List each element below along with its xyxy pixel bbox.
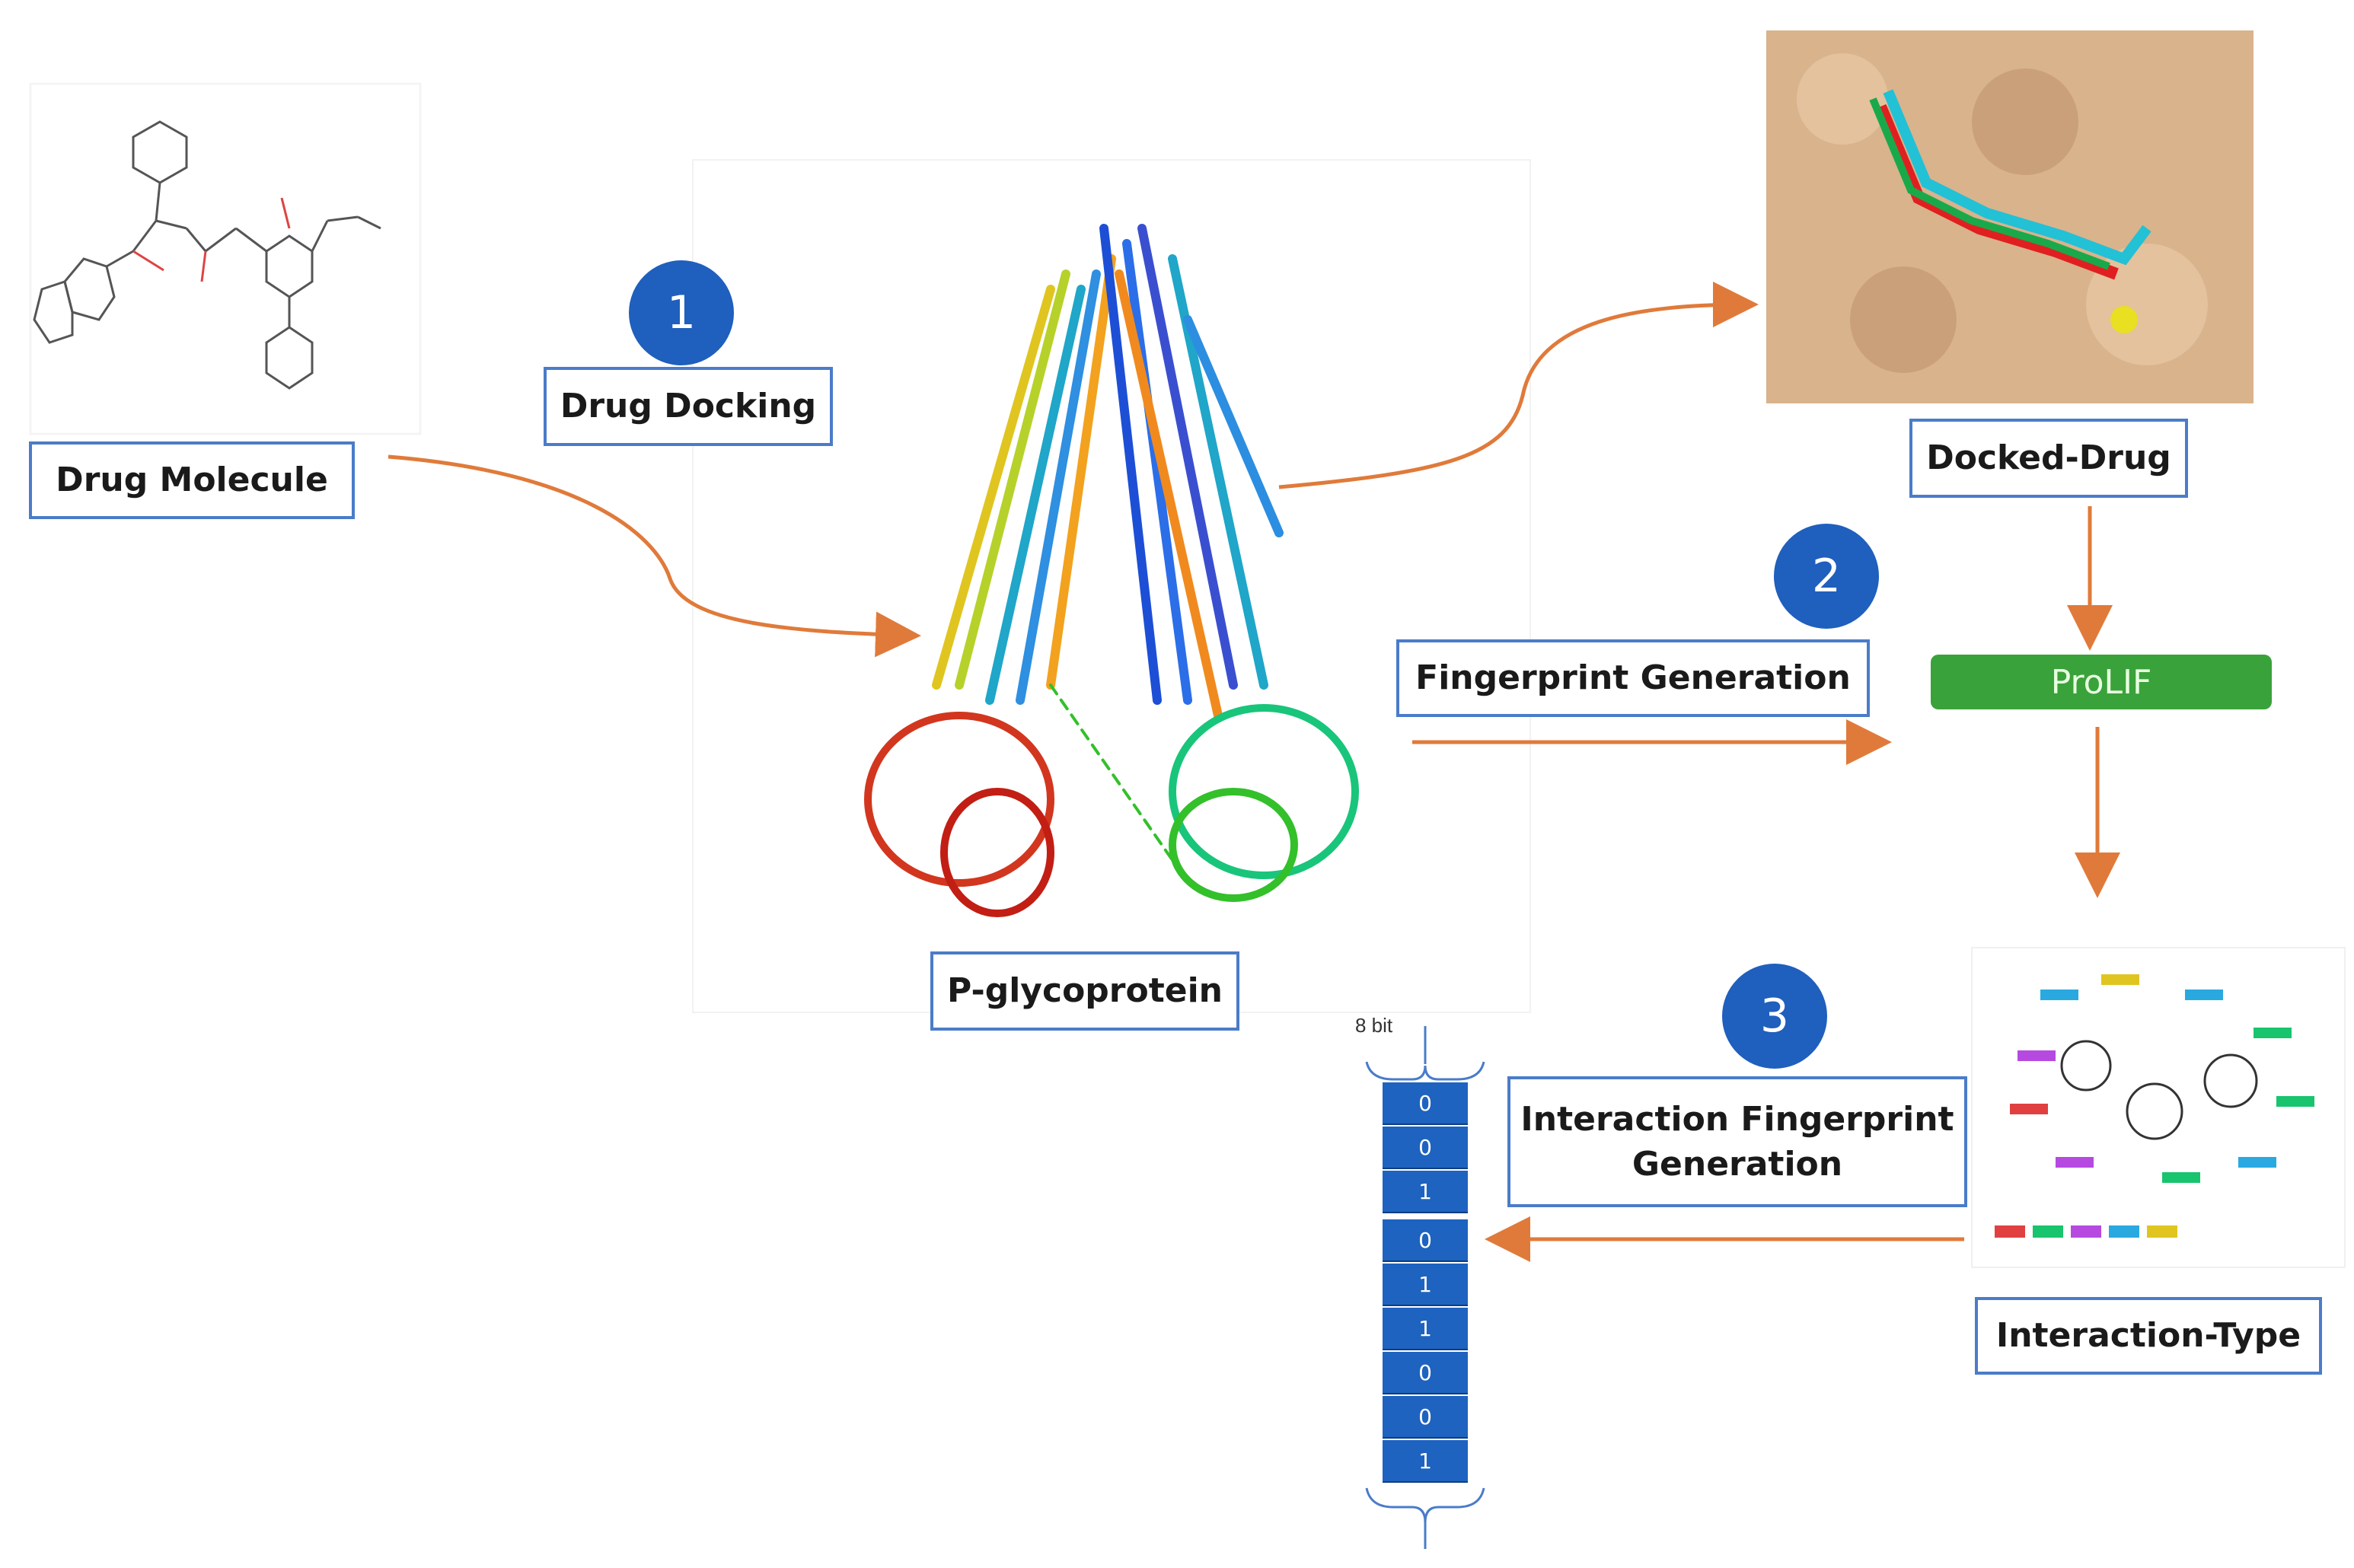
bit-cell: 0 <box>1383 1396 1468 1439</box>
prolif-text: ProLIF <box>2050 662 2152 702</box>
drug-molecule-text: Drug Molecule <box>56 461 328 500</box>
bit-caption: 8 bit <box>1355 1014 1393 1037</box>
drug-docking-text: Drug Docking <box>560 387 817 426</box>
arrow-molecule-to-protein <box>388 454 921 658</box>
step-2-badge: 2 <box>1774 524 1879 629</box>
docked-drug-label: Docked-Drug <box>1909 419 2188 498</box>
interaction-fingerprint-line2: Generation <box>1632 1145 1843 1184</box>
fingerprint-generation-text: Fingerprint Generation <box>1415 658 1851 698</box>
step-2-number: 2 <box>1811 550 1842 603</box>
drug-docking-label: Drug Docking <box>544 367 833 446</box>
top-brace <box>1365 1061 1485 1081</box>
docked-drug-image <box>1766 30 2254 403</box>
arrow-protein-to-docked <box>1278 282 1759 489</box>
bit-cell: 1 <box>1383 1308 1468 1350</box>
bit-cell: 0 <box>1383 1127 1468 1169</box>
step-1-number: 1 <box>666 286 697 339</box>
bit-cell: 1 <box>1383 1264 1468 1306</box>
fingerprint-generation-label: Fingerprint Generation <box>1396 639 1870 717</box>
bit-cell: 1 <box>1383 1440 1468 1483</box>
docked-drug-text: Docked-Drug <box>1926 438 2171 478</box>
bit-cell: 0 <box>1383 1082 1468 1125</box>
prolif-badge: ProLIF <box>1931 655 2272 709</box>
bit-cell: 0 <box>1383 1219 1468 1262</box>
p-glycoprotein-text: P-glycoprotein <box>946 971 1223 1011</box>
step-1-badge: 1 <box>629 260 734 365</box>
bit-cell: 0 <box>1383 1352 1468 1394</box>
interaction-fingerprint-line1: Interaction Fingerprint <box>1520 1099 1954 1139</box>
interaction-type-image <box>1971 947 2346 1268</box>
p-glycoprotein-structure <box>692 159 1531 1013</box>
step-3-badge: 3 <box>1722 964 1827 1069</box>
drug-molecule-structure <box>29 82 422 435</box>
step-3-number: 3 <box>1759 990 1790 1043</box>
bottom-brace <box>1365 1487 1485 1523</box>
p-glycoprotein-label: P-glycoprotein <box>930 951 1239 1031</box>
bit-cell: 1 <box>1383 1171 1468 1213</box>
drug-molecule-label: Drug Molecule <box>29 441 355 519</box>
interaction-fingerprint-label: Interaction Fingerprint Generation <box>1507 1076 1967 1207</box>
bit-vector: 0 0 1 0 1 1 0 0 1 <box>1383 1082 1468 1483</box>
interaction-type-text: Interaction-Type <box>1995 1316 2301 1356</box>
interaction-type-label: Interaction-Type <box>1975 1297 2322 1375</box>
